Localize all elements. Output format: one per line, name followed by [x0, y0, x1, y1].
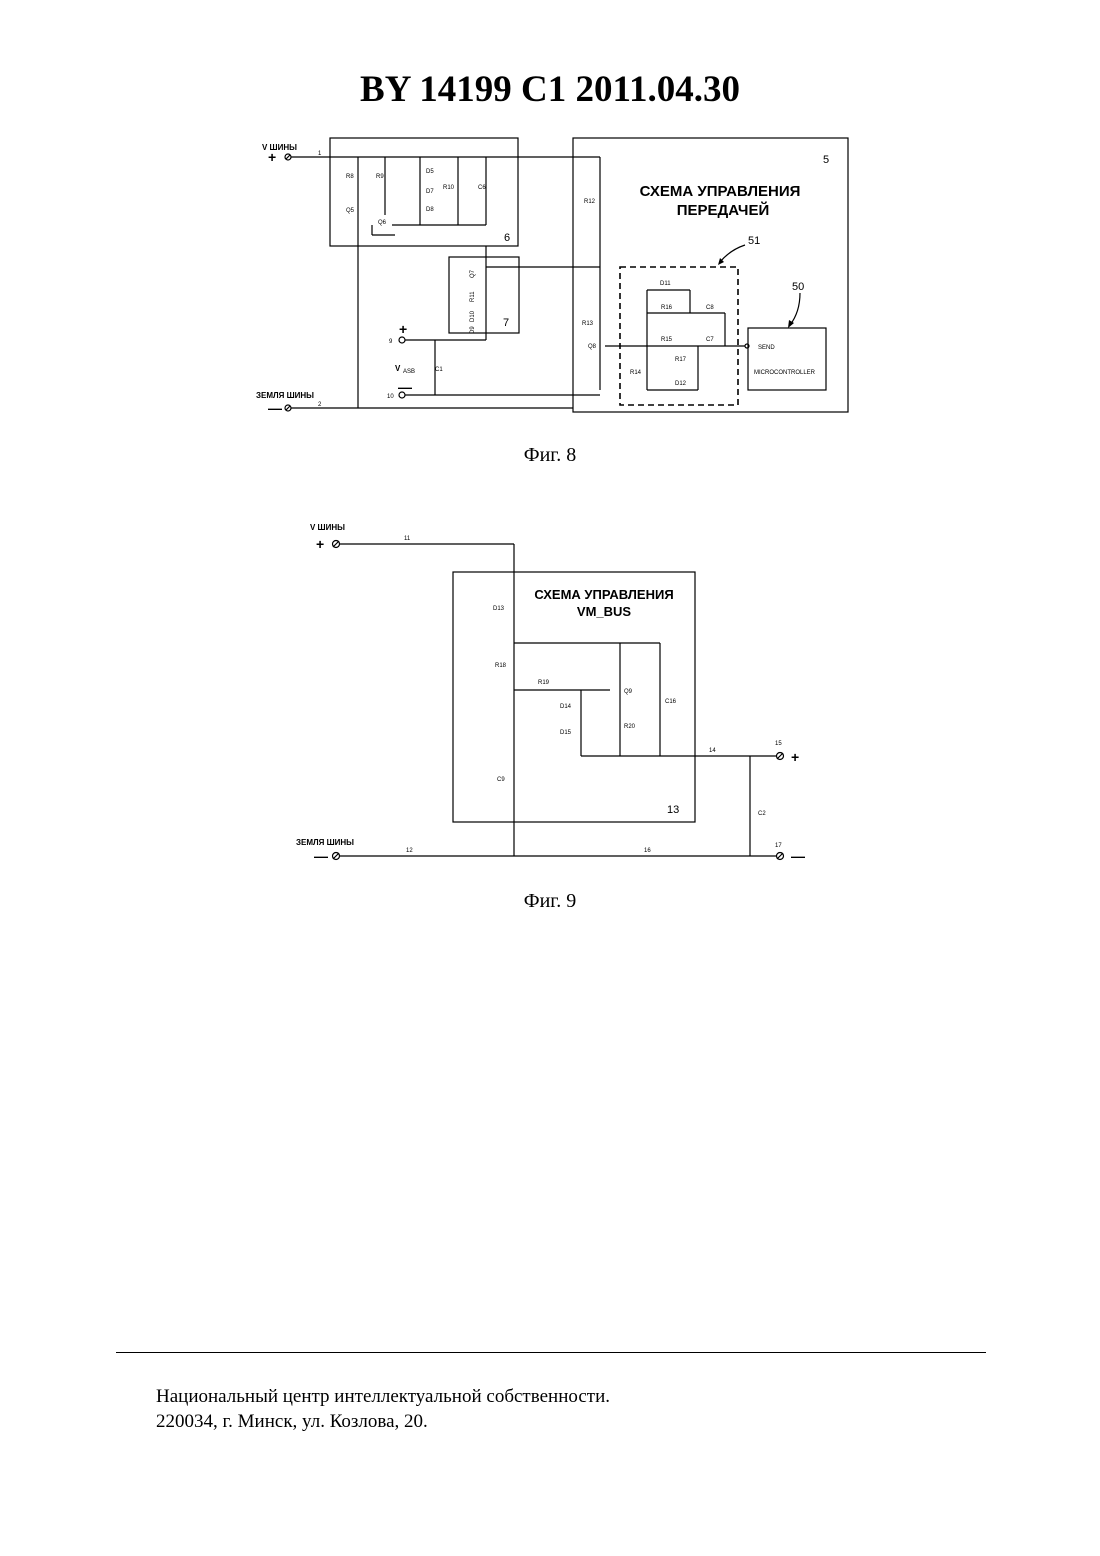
fig9-ground-label: ЗЕМЛЯ ШИНЫ: [296, 838, 354, 847]
fig9-node-16: 16: [644, 848, 651, 854]
fig8-ref-50: 50: [792, 281, 804, 293]
fig8-vasb-label: V: [395, 364, 401, 373]
svg-text:R16: R16: [661, 305, 673, 311]
footer-line-2: 220034, г. Минск, ул. Козлова, 20.: [156, 1409, 610, 1434]
svg-text:Q5: Q5: [346, 208, 355, 214]
fig9-caption: Фиг. 9: [450, 890, 650, 913]
fig9-node-17: 17: [775, 843, 782, 849]
fig8-ref-51: 51: [748, 235, 760, 247]
svg-text:Q8: Q8: [588, 344, 597, 350]
svg-text:R9: R9: [376, 174, 384, 180]
fig9-block-title-1: СХЕМА УПРАВЛЕНИЯ: [534, 587, 673, 602]
svg-text:R11: R11: [470, 291, 476, 302]
svg-text:D8: D8: [426, 207, 434, 213]
svg-text:R10: R10: [443, 185, 455, 191]
svg-text:D12: D12: [675, 381, 687, 387]
svg-text:+: +: [791, 749, 799, 765]
figure-9: V ШИНЫ + 11 ЗЕМЛЯ ШИНЫ — 12 16 СХЕМА УПР…: [296, 523, 805, 864]
svg-text:—: —: [791, 848, 805, 864]
svg-text:D13: D13: [493, 606, 505, 612]
svg-text:R12: R12: [584, 199, 596, 205]
svg-text:C1: C1: [435, 367, 443, 373]
fig8-ground-label: ЗЕМЛЯ ШИНЫ: [256, 391, 314, 400]
fig9-ref-13: 13: [667, 804, 679, 816]
svg-text:C16: C16: [665, 699, 677, 705]
footer-line-1: Национальный центр интеллектуальной собс…: [156, 1384, 610, 1409]
svg-text:C8: C8: [706, 305, 714, 311]
svg-text:R13: R13: [582, 321, 594, 327]
svg-text:D11: D11: [660, 281, 671, 287]
fig9-node-15: 15: [775, 741, 782, 747]
fig8-node-1: 1: [318, 151, 322, 157]
fig9-v-bus-label: V ШИНЫ: [310, 523, 345, 532]
fig8-block-title-2: ПЕРЕДАЧЕЙ: [677, 201, 770, 219]
svg-text:C2: C2: [758, 811, 766, 817]
fig8-block-title-1: СХЕМА УПРАВЛЕНИЯ: [640, 183, 801, 200]
svg-text:+: +: [399, 321, 407, 337]
svg-text:C9: C9: [497, 777, 505, 783]
fig8-ref-7: 7: [503, 317, 509, 329]
svg-text:ASB: ASB: [403, 369, 415, 375]
fig9-block-title-2: VM_BUS: [577, 604, 632, 619]
svg-text:+: +: [316, 536, 324, 552]
svg-text:D10: D10: [470, 310, 476, 322]
footer-rule: [116, 1352, 986, 1353]
svg-text:D5: D5: [426, 169, 434, 175]
svg-text:R8: R8: [346, 174, 354, 180]
svg-text:R15: R15: [661, 337, 673, 343]
svg-text:D9: D9: [470, 326, 476, 334]
fig8-node-10: 10: [387, 394, 394, 400]
svg-text:D15: D15: [560, 730, 572, 736]
svg-text:Q9: Q9: [624, 689, 633, 695]
figure-8: V ШИНЫ + 1 ЗЕМЛЯ ШИНЫ — 2 6 R8 R9 D5 D7 …: [256, 138, 848, 416]
svg-text:—: —: [268, 400, 282, 416]
svg-text:R19: R19: [538, 680, 550, 686]
fig8-node-9: 9: [389, 339, 393, 345]
fig8-ref-5: 5: [823, 154, 829, 166]
fig8-caption: Фиг. 8: [450, 444, 650, 467]
svg-text:—: —: [314, 848, 328, 864]
svg-text:Q6: Q6: [378, 220, 387, 226]
fig9-node-14: 14: [709, 748, 716, 754]
fig9-node-12: 12: [406, 848, 413, 854]
fig8-send: SEND: [758, 345, 775, 351]
svg-text:R18: R18: [495, 663, 507, 669]
svg-text:D14: D14: [560, 704, 572, 710]
svg-text:R14: R14: [630, 370, 642, 376]
svg-text:+: +: [268, 149, 276, 165]
fig8-node-2: 2: [318, 402, 322, 408]
svg-text:C6: C6: [478, 185, 486, 191]
fig8-mcu: MICROCONTROLLER: [754, 370, 816, 376]
svg-text:R17: R17: [675, 357, 687, 363]
fig9-node-11: 11: [404, 536, 411, 542]
fig8-microcontroller-box: [748, 328, 826, 390]
fig8-ref-6: 6: [504, 232, 510, 244]
svg-text:D7: D7: [426, 189, 434, 195]
fig9-block-13: [453, 572, 695, 822]
svg-text:C7: C7: [706, 337, 714, 343]
svg-text:R20: R20: [624, 724, 636, 730]
footer: Национальный центр интеллектуальной собс…: [156, 1384, 610, 1434]
svg-text:Q7: Q7: [470, 269, 476, 278]
